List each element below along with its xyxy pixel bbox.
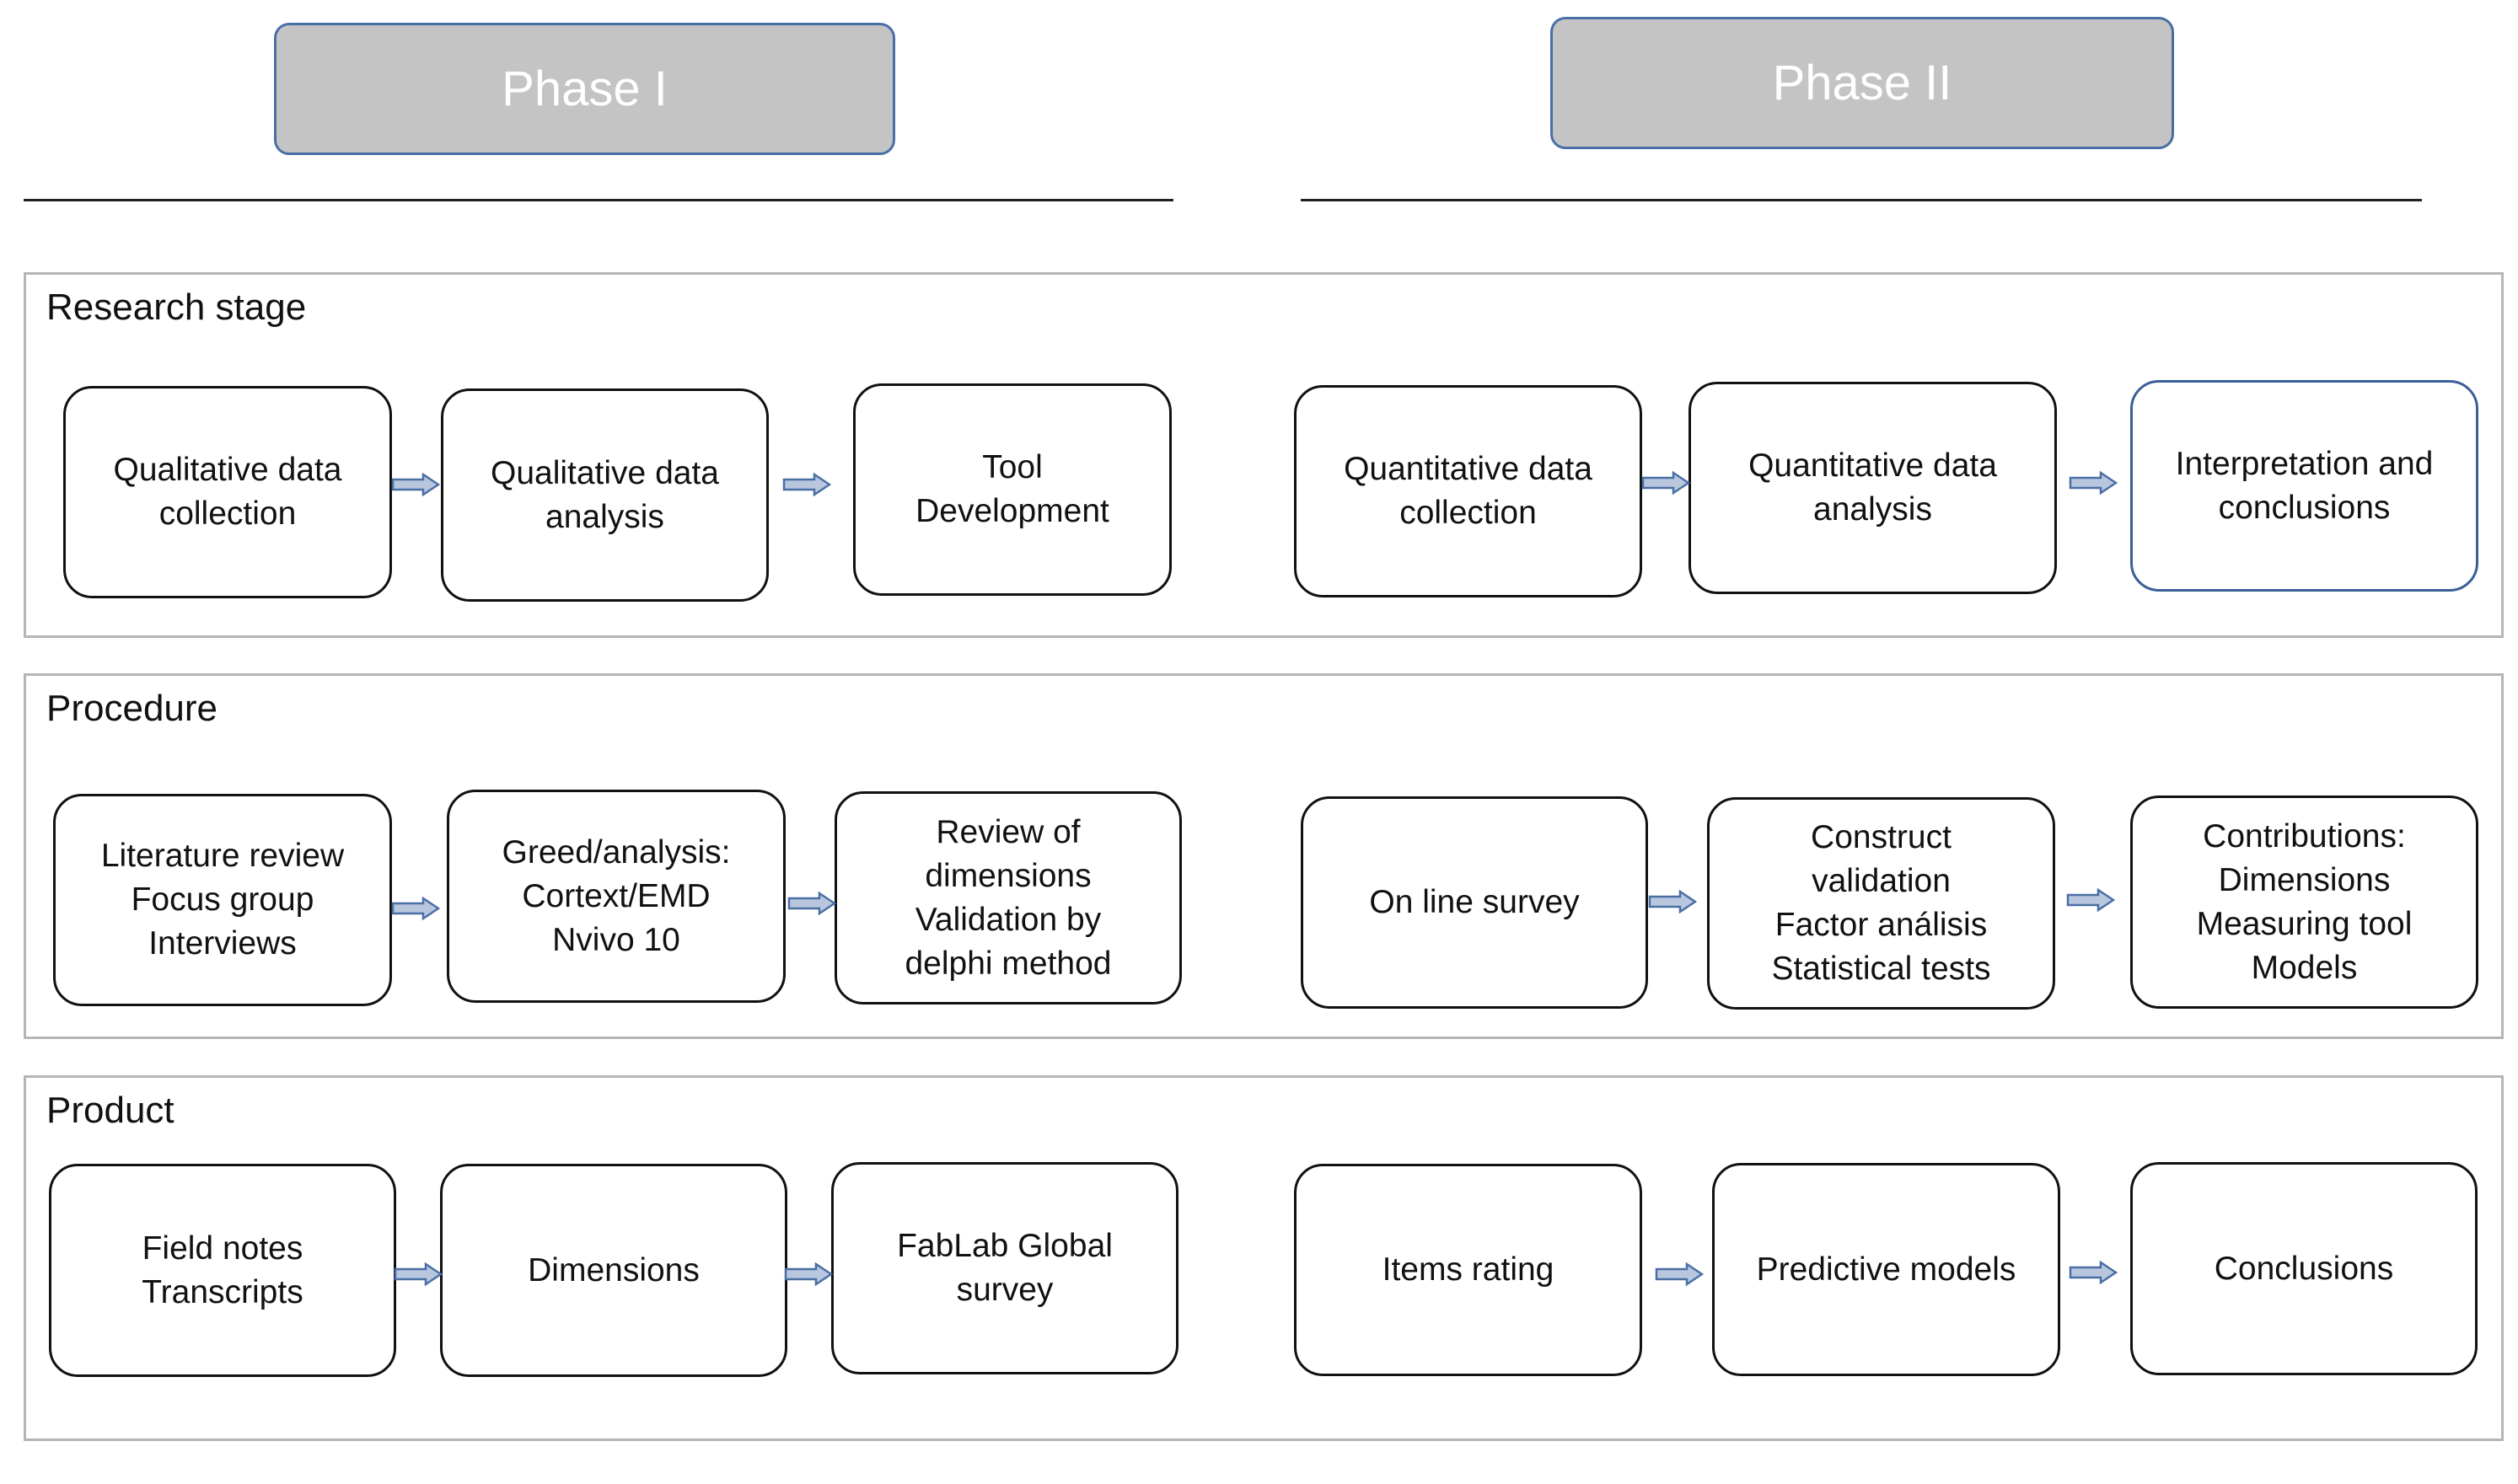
arrow-right-icon [394,1262,443,1286]
box-label-line: Conclusions [2214,1250,2394,1287]
section-procedure: Procedure [24,673,2504,1039]
box-label-line: Validation by [915,901,1102,938]
box-label: Dimensions [528,1249,700,1293]
box-label-line: Qualitative data [490,454,719,491]
phase-1-divider [24,199,1173,201]
box-quantitative-data-collection: Quantitative data collection [1294,385,1642,597]
box-interpretation-and-conclusions: Interpretation and conclusions [2130,380,2478,592]
section-title: Research stage [46,287,307,328]
box-label-line: conclusions [2218,489,2391,526]
box-label-line: Models [2251,949,2358,986]
box-predictive-models: Predictive models [1712,1163,2060,1376]
box-label-line: Dimensions [2218,861,2391,898]
box-label-line: Statistical tests [1771,951,1991,987]
arrow-right-icon [1655,1262,1704,1286]
box-label: FabLab Global survey [897,1224,1113,1312]
box-label-line: Tool [982,449,1043,485]
box-label-line: Field notes [142,1230,303,1267]
box-on-line-survey: On line survey [1301,796,1648,1009]
section-title: Procedure [46,688,218,729]
box-label-line: Interpretation and [2175,445,2434,482]
arrow-right-icon [2069,471,2118,495]
box-label: Predictive models [1757,1248,2016,1292]
box-label-line: validation [1812,863,1951,899]
box-greed-analysis: Greed/analysis: Cortext/EMD Nvivo 10 [447,790,786,1003]
box-quantitative-data-analysis: Quantitative data analysis [1689,382,2057,594]
arrow-right-icon [1648,890,1697,913]
box-label-line: Measuring tool [2196,905,2413,942]
box-label-line: Quantitative data [1344,451,1592,487]
phase-1-header: Phase I [274,23,895,155]
box-conclusions: Conclusions [2130,1162,2478,1375]
box-label: Items rating [1382,1248,1554,1292]
box-items-rating: Items rating [1294,1164,1642,1376]
box-label-line: FabLab Global [897,1228,1113,1264]
arrow-right-icon [391,473,440,496]
phase-2-label: Phase II [1772,56,1952,110]
section-research-stage: Research stage [24,272,2504,638]
box-label-line: delphi method [905,945,1112,982]
box-label-line: Literature review [100,838,345,874]
arrow-right-icon [787,892,836,915]
box-label: On line survey [1369,881,1579,924]
box-label-line: Cortext/EMD [522,877,711,914]
arrow-right-icon [784,1262,833,1286]
box-label: Interpretation and conclusions [2176,442,2434,530]
box-label-line: collection [1399,495,1537,531]
box-label: Quantitative data analysis [1748,444,1997,532]
box-fablab-global-survey: FabLab Global survey [831,1162,1178,1374]
box-label-line: analysis [1813,491,1932,528]
box-label-line: Contributions: [2203,817,2406,855]
box-label: Conclusions [2215,1247,2393,1291]
box-label-line: Greed/analysis: [502,833,731,871]
box-label-line: collection [158,496,297,532]
arrow-right-icon [2066,888,2115,912]
box-label-line: Predictive models [1756,1251,2016,1288]
box-label-line: Quantitative data [1748,447,1997,484]
box-label: Quantitative data collection [1344,447,1592,535]
box-label-line: Transcripts [142,1273,303,1310]
box-label: Greed/analysis: Cortext/EMD Nvivo 10 [502,831,731,962]
box-label: Qualitative data analysis [491,452,719,539]
box-label-line: Dimensions [528,1251,700,1288]
box-label-line: dimensions [925,857,1092,894]
box-label-line: analysis [545,498,664,535]
box-label-line: Items rating [1382,1251,1554,1288]
box-label-line: Nvivo 10 [552,921,680,958]
box-label-line: On line survey [1369,884,1580,920]
box-qualitative-data-collection: Qualitative data collection [63,386,392,598]
box-label-line: Review of [936,813,1081,850]
box-label-line: Construct [1811,819,1952,855]
arrow-right-icon [2069,1261,2118,1284]
box-label: Qualitative data collection [113,448,341,536]
arrow-right-icon [391,897,440,920]
phase-2-divider [1301,199,2422,201]
phase-1-label: Phase I [502,62,668,116]
box-label-line: Focus group [131,881,314,918]
box-label-line: Interviews [148,925,297,962]
arrow-right-icon [782,473,831,496]
phase-2-header: Phase II [1550,17,2174,149]
section-product: Product [24,1075,2504,1441]
box-label-line: Qualitative data [113,452,342,488]
box-label-line: Development [915,493,1109,529]
arrow-right-icon [1641,471,1690,495]
box-label-line: survey [956,1272,1054,1308]
section-title: Product [46,1090,174,1131]
box-label-line: Factor análisis [1774,907,1988,943]
box-qualitative-data-analysis: Qualitative data analysis [441,388,769,602]
box-dimensions: Dimensions [440,1164,787,1377]
